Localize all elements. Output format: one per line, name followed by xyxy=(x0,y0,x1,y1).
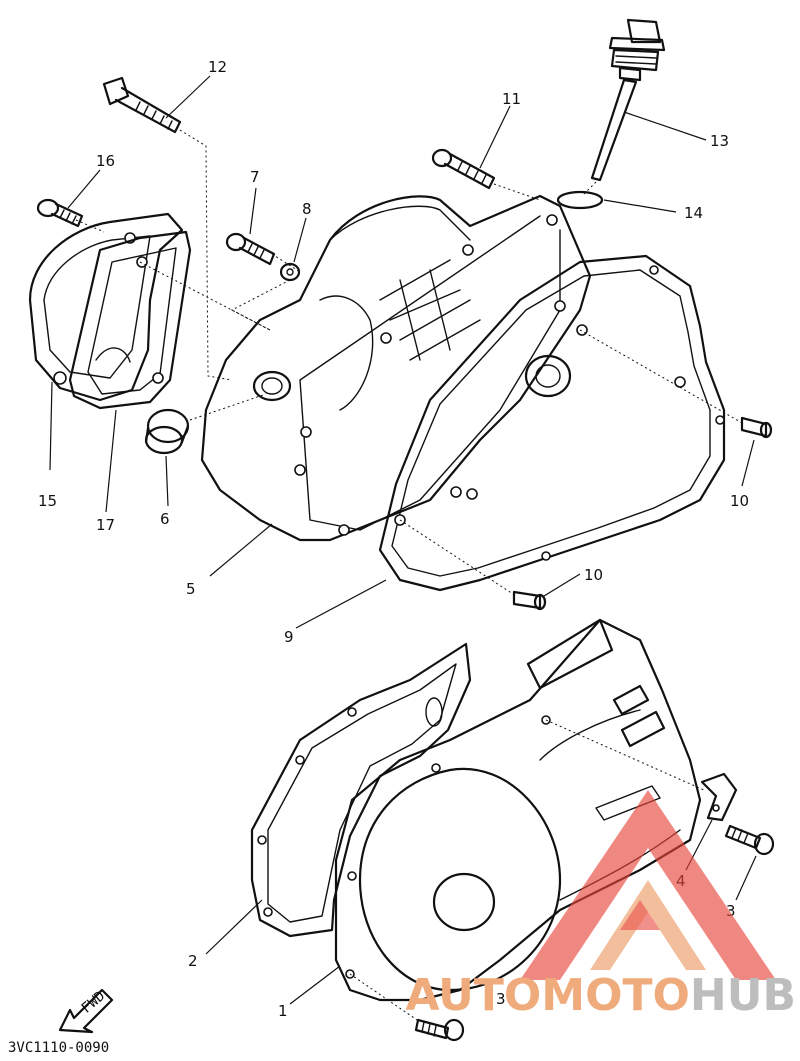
gasket-17 xyxy=(68,230,192,410)
watermark-moto: MOTO xyxy=(541,970,690,1021)
label-1: 1 xyxy=(278,1002,288,1020)
fwd-arrow: FWD xyxy=(58,988,114,1034)
crankcase-cover-5 xyxy=(200,194,592,542)
label-17: 17 xyxy=(96,516,115,534)
label-3-bottom: 3 xyxy=(496,990,506,1008)
drawing-code: 3VC1110-0090 xyxy=(8,1040,109,1056)
screw-3-right xyxy=(724,824,775,856)
gasket-9 xyxy=(378,254,726,592)
bolt-11 xyxy=(431,148,496,190)
label-9: 9 xyxy=(284,628,294,646)
side-cover-15 xyxy=(28,212,184,402)
label-3-right: 3 xyxy=(726,902,736,920)
label-11: 11 xyxy=(502,90,521,108)
clip-4 xyxy=(700,772,738,822)
dowel-pin-10-lower xyxy=(512,590,547,611)
washer-8 xyxy=(279,262,301,282)
screw-3-bottom xyxy=(414,1018,465,1042)
label-7: 7 xyxy=(250,168,260,186)
bolt-7 xyxy=(225,232,276,266)
watermark-triangle-icon xyxy=(520,790,776,980)
label-15: 15 xyxy=(38,492,57,510)
label-12: 12 xyxy=(208,58,227,76)
o-ring-14 xyxy=(556,190,604,210)
label-6: 6 xyxy=(160,510,170,528)
dowel-pin-10-right xyxy=(740,416,773,439)
plug-cap-6 xyxy=(144,408,190,455)
gasket-2 xyxy=(250,642,472,938)
leader-lines xyxy=(49,75,757,1005)
watermark-hub: HUB xyxy=(690,970,796,1021)
screw-16 xyxy=(36,198,84,228)
label-10-right: 10 xyxy=(730,492,749,510)
label-5: 5 xyxy=(186,580,196,598)
watermark-logo xyxy=(520,790,776,980)
label-14: 14 xyxy=(684,204,703,222)
watermark-auto: AUTO xyxy=(405,970,541,1021)
label-13: 13 xyxy=(710,132,729,150)
label-16: 16 xyxy=(96,152,115,170)
label-10-lower: 10 xyxy=(584,566,603,584)
assembly-lines xyxy=(75,129,745,1023)
watermark-text: AUTO MOTO HUB xyxy=(405,970,796,1021)
drive-cover-1 xyxy=(334,618,702,1002)
label-8: 8 xyxy=(302,200,312,218)
label-2: 2 xyxy=(188,952,198,970)
part-labels: 12 16 7 8 11 13 14 15 17 6 5 9 10 10 2 1… xyxy=(38,58,749,1020)
dipstick-13 xyxy=(590,18,666,182)
bolt-12 xyxy=(102,76,182,134)
